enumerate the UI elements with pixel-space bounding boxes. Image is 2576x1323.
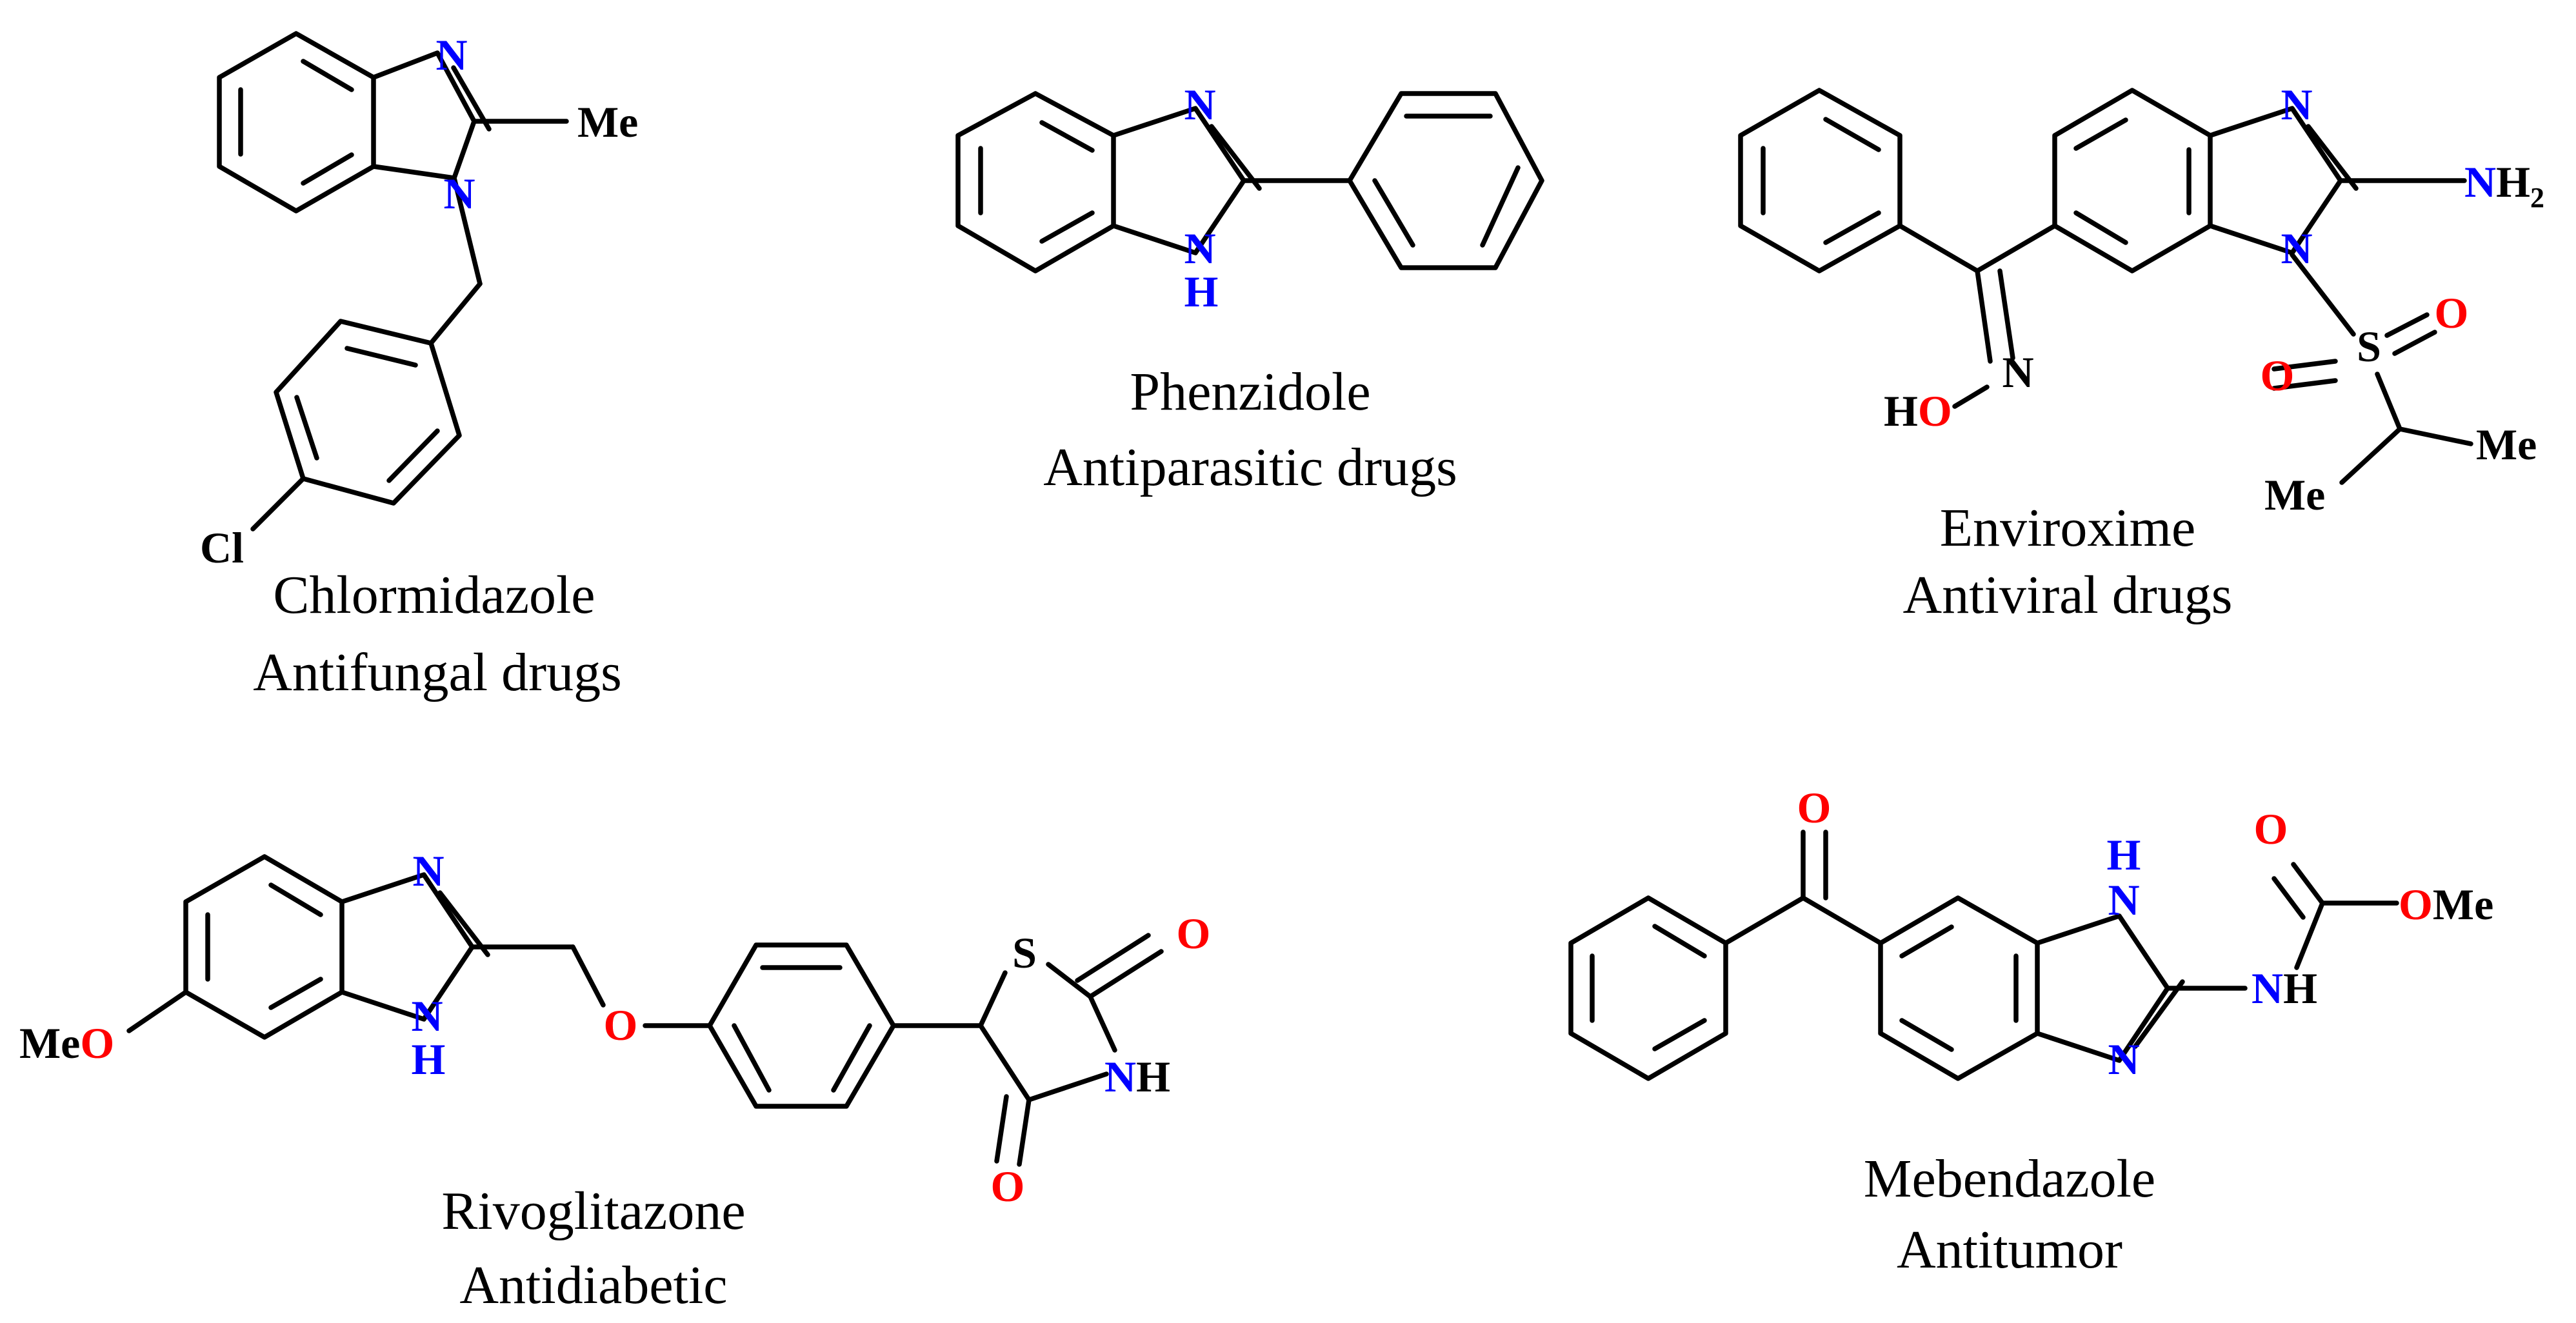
- mebendazole-imidazole-ring: [2035, 913, 2170, 1063]
- chlormidazole-n1-label: N: [443, 169, 475, 218]
- chlormidazole-structure: N N Me Cl: [200, 30, 638, 572]
- thiazolidinedione-ring: [978, 1023, 1109, 1102]
- enviroxime-methyl-right: Me: [2476, 420, 2537, 469]
- mebendazole-carbonyl-o-label: O: [2254, 804, 2288, 853]
- enviroxime-sulfonyl-o-left: O: [2261, 351, 2295, 400]
- mebendazole-ketone-o-label: O: [1797, 783, 1832, 832]
- mebendazole-carbamate-nh-label: NH: [2252, 964, 2317, 1013]
- phenzidole-n3-label: N: [1184, 80, 1215, 129]
- phenzidole-nh-n-label: N: [1184, 224, 1215, 273]
- rivoglitazone-structure: N N H MeO O S O NH O: [19, 846, 1210, 1211]
- enviroxime-imidazole-ring: [2208, 106, 2343, 255]
- chlormidazole-chlorine-label: Cl: [200, 523, 244, 572]
- phenzidole-use: Antiparasitic drugs: [1043, 437, 1457, 497]
- rivoglitazone-methoxy-label: MeO: [19, 1019, 114, 1068]
- mebendazole-nh-h-label: H: [2107, 830, 2141, 879]
- chlorophenyl-ring: [274, 319, 462, 506]
- chlormidazole-use: Antifungal drugs: [253, 642, 622, 702]
- enviroxime-oxime-oh-label: HO: [1884, 386, 1952, 435]
- mebendazole-n3-label: N: [2108, 1035, 2139, 1084]
- phenzidole-phenyl-ring: [1347, 91, 1544, 270]
- enviroxime-use: Antiviral drugs: [1903, 565, 2233, 625]
- rivoglitazone-ether-o-label: O: [604, 1000, 638, 1049]
- enviroxime-methyl-left: Me: [2264, 470, 2325, 519]
- enviroxime-sulfonyl-o-right: O: [2435, 288, 2469, 337]
- enviroxime-name: Enviroxime: [1940, 498, 2196, 558]
- enviroxime-oxime-n-label: N: [2002, 348, 2033, 397]
- phenzidole-name: Phenzidole: [1130, 362, 1370, 422]
- rivoglitazone-carbonyl-o-bottom: O: [991, 1162, 1025, 1211]
- enviroxime-sulfur-label: S: [2357, 322, 2381, 371]
- rivoglitazone-nh-h-label: H: [412, 1035, 446, 1084]
- phenzidole-structure: N N H: [955, 80, 1544, 316]
- rivoglitazone-name: Rivoglitazone: [441, 1181, 745, 1241]
- mebendazole-name: Mebendazole: [1864, 1149, 2155, 1209]
- enviroxime-n1-label: N: [2281, 224, 2312, 273]
- chlormidazole-n3-label: N: [435, 30, 467, 79]
- rivoglitazone-ring-nh-label: NH: [1104, 1052, 1170, 1101]
- enviroxime-amine-label: NH2: [2464, 157, 2544, 214]
- enviroxime-n3-label: N: [2281, 80, 2312, 129]
- enviroxime-structure: N N NH2 S O O N HO Me Me: [1738, 80, 2544, 519]
- rivoglitazone-nh-n-label: N: [411, 991, 443, 1040]
- rivoglitazone-sulfur-label: S: [1012, 928, 1037, 977]
- phenzidole-imidazole-ring: [1111, 106, 1246, 255]
- phenzidole-nh-h-label: H: [1184, 267, 1219, 316]
- mebendazole-structure: H N N O NH O OMe: [1568, 783, 2493, 1084]
- mebendazole-nh-n-label: N: [2108, 875, 2139, 924]
- rivoglitazone-carbonyl-o-top: O: [1177, 909, 1211, 958]
- chlormidazole-methyl-label: Me: [577, 97, 638, 146]
- enviroxime-phenyl-ring: [1738, 88, 1902, 274]
- mebendazole-use: Antitumor: [1897, 1220, 2122, 1280]
- rivoglitazone-use: Antidiabetic: [459, 1255, 727, 1315]
- chlormidazole-name: Chlormidazole: [273, 565, 595, 625]
- rivoglitazone-n3-label: N: [412, 846, 444, 895]
- mebendazole-methoxy-label: OMe: [2399, 880, 2493, 929]
- rivoglitazone-imidazole-ring: [339, 872, 475, 1022]
